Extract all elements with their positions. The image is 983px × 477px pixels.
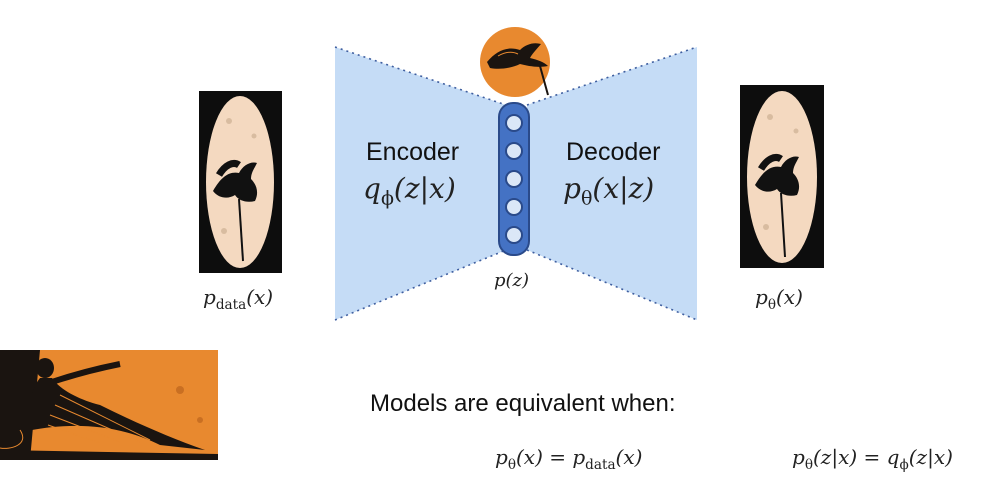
eq2-rhs-sub: ϕ bbox=[899, 456, 909, 473]
output-label-rest: (x) bbox=[776, 285, 803, 309]
greek-vase-figure-image bbox=[0, 350, 218, 460]
eq1-lhs-main: p bbox=[495, 445, 508, 469]
decoder-title: Decoder bbox=[566, 138, 661, 166]
eq1-lhs-sub: θ bbox=[507, 456, 516, 473]
input-label-main: p bbox=[203, 285, 216, 309]
output-label-sub: θ bbox=[767, 296, 776, 313]
encoder-bottom-edge bbox=[334, 249, 507, 321]
latent-node bbox=[505, 114, 523, 132]
eq1-rhs-sub: data bbox=[585, 456, 616, 473]
bird-circle-image bbox=[480, 27, 550, 97]
eq2-lhs-main: p bbox=[792, 445, 805, 469]
eq2-lhs-rest: (z|x) = bbox=[813, 445, 887, 469]
eq1-rhs-main: p bbox=[572, 445, 586, 469]
input-label-rest: (x) bbox=[246, 285, 274, 309]
eq2-lhs-sub: θ bbox=[804, 456, 813, 473]
eq2-rhs-main: q bbox=[886, 445, 900, 469]
input-label-sub: data bbox=[215, 296, 247, 313]
output-distribution-label: pθ(x) bbox=[755, 285, 803, 313]
latent-prior-label: p(z) bbox=[494, 270, 530, 291]
encoder-formula: qϕ(z|x) bbox=[363, 172, 456, 210]
equivalence-heading: Models are equivalent when: bbox=[370, 390, 676, 417]
encoder-formula-sub: ϕ bbox=[380, 187, 394, 210]
decoder-trapezoid bbox=[527, 47, 697, 320]
eq1-rhs-rest: (x) bbox=[615, 445, 643, 469]
encoder-title: Encoder bbox=[366, 138, 460, 166]
input-bird-image bbox=[199, 91, 282, 273]
decoder-formula-sub: θ bbox=[580, 187, 593, 210]
latent-node bbox=[505, 198, 523, 216]
encoder-top-edge bbox=[334, 46, 507, 106]
eq1-lhs-rest: (x) = bbox=[516, 445, 573, 469]
encoder-formula-rest: (z|x) bbox=[393, 172, 456, 205]
latent-node bbox=[505, 226, 523, 244]
output-label-main: p bbox=[755, 285, 768, 309]
encoder-trapezoid bbox=[335, 47, 506, 320]
equation-posterior: pθ(z|x) = qϕ(z|x) bbox=[792, 445, 953, 473]
equation-marginal: pθ(x) = pdata(x) bbox=[495, 445, 642, 473]
decoder-formula-rest: (x|z) bbox=[592, 172, 655, 205]
input-distribution-label: pdata(x) bbox=[203, 285, 273, 313]
output-bird-image bbox=[740, 85, 824, 268]
latent-node bbox=[505, 170, 523, 188]
decoder-formula-main: p bbox=[563, 172, 581, 205]
decoder-bottom-edge bbox=[526, 249, 698, 321]
latent-nodes bbox=[505, 114, 523, 244]
latent-node bbox=[505, 142, 523, 160]
eq2-rhs-rest: (z|x) bbox=[908, 445, 953, 469]
decoder-formula: pθ(x|z) bbox=[563, 172, 654, 210]
encoder-formula-main: q bbox=[363, 172, 381, 205]
